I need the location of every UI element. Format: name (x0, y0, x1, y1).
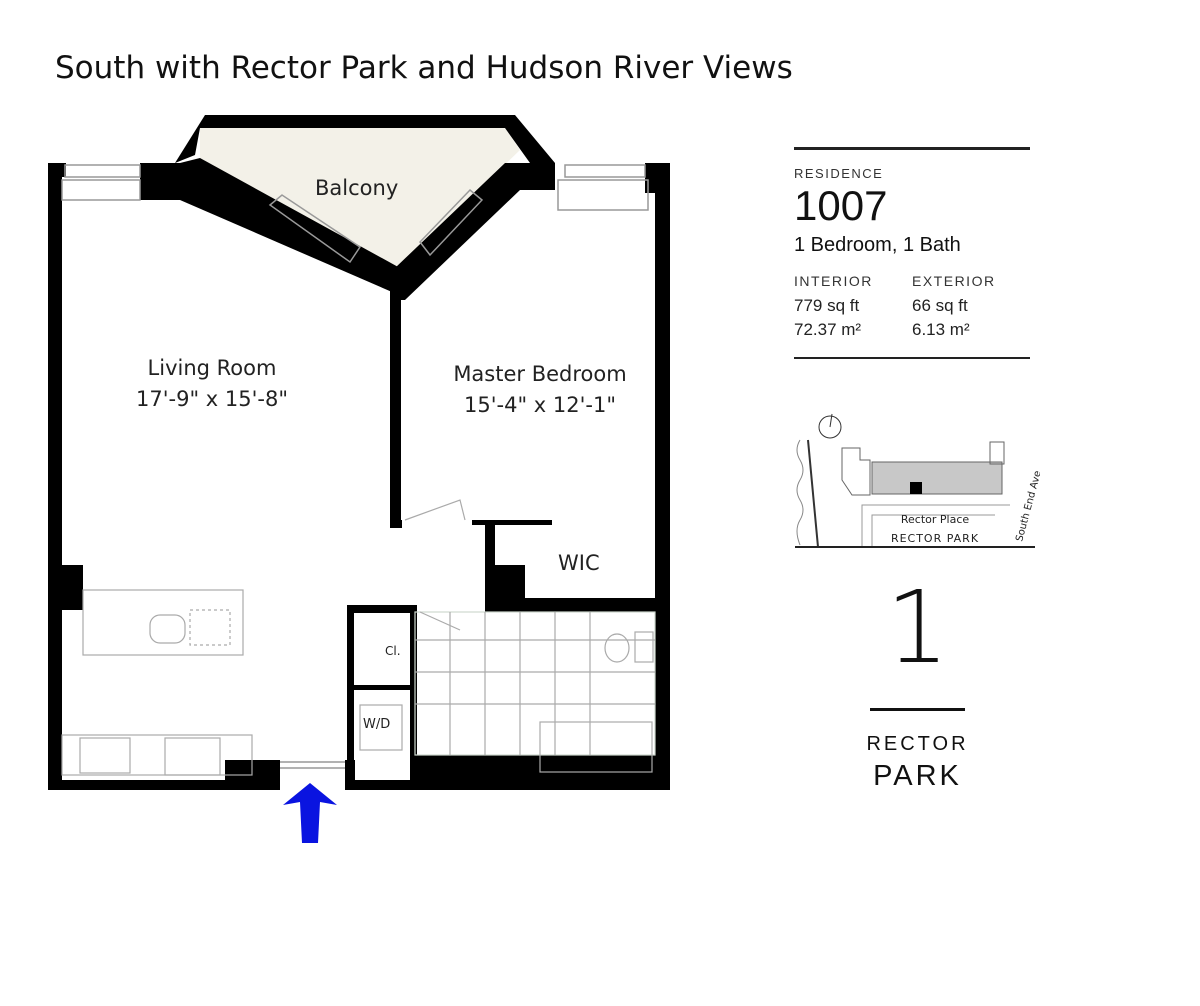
divider (794, 147, 1030, 150)
exterior-m2: 6.13 m² (912, 320, 970, 339)
street-rector-place: Rector Place (901, 513, 970, 526)
interior-m2: 72.37 m² (794, 320, 862, 339)
master-bedroom-dims: 15'-4" x 12'-1" (464, 393, 616, 417)
interior-label: INTERIOR (794, 273, 873, 289)
walls (48, 115, 670, 790)
residence-number: 1007 (794, 182, 888, 229)
windows (61, 164, 649, 769)
living-room-label: Living Room (148, 356, 277, 380)
street-south-end-ave: South End Ave. (1014, 467, 1040, 543)
unit-location-marker (910, 482, 922, 494)
master-bedroom-label: Master Bedroom (453, 362, 626, 386)
closet-label: Cl. (385, 644, 401, 658)
plan-title: South with Rector Park and Hudson River … (55, 50, 793, 86)
rector-park-map-label: RECTOR PARK (891, 532, 979, 545)
logo-line1: RECTOR (866, 733, 969, 755)
logo-line2: PARK (873, 760, 962, 792)
exterior-sqft: 66 sq ft (912, 296, 968, 315)
entry-arrow-icon (283, 783, 337, 843)
wic-label: WIC (558, 551, 600, 575)
living-room-dims: 17'-9" x 15'-8" (136, 387, 288, 411)
logo-numeral: 1 (885, 569, 950, 686)
exterior-label: EXTERIOR (912, 273, 996, 289)
fixtures (61, 499, 656, 776)
interior-sqft: 779 sq ft (794, 296, 860, 315)
floor-plan: Balcony Living Room 17'-9" x 15'-8" Mast… (48, 115, 670, 843)
residence-type: 1 Bedroom, 1 Bath (794, 234, 961, 256)
balcony-label: Balcony (315, 176, 398, 200)
site-building (871, 461, 1003, 495)
logo-divider (870, 708, 965, 711)
washer-dryer-label: W/D (363, 717, 390, 732)
balcony-floor (200, 128, 520, 268)
compass-icon (818, 415, 842, 439)
divider (794, 357, 1030, 359)
site-map: Rector Place RECTOR PARK South End Ave. (795, 413, 1040, 548)
residence-label: RESIDENCE (794, 166, 884, 181)
